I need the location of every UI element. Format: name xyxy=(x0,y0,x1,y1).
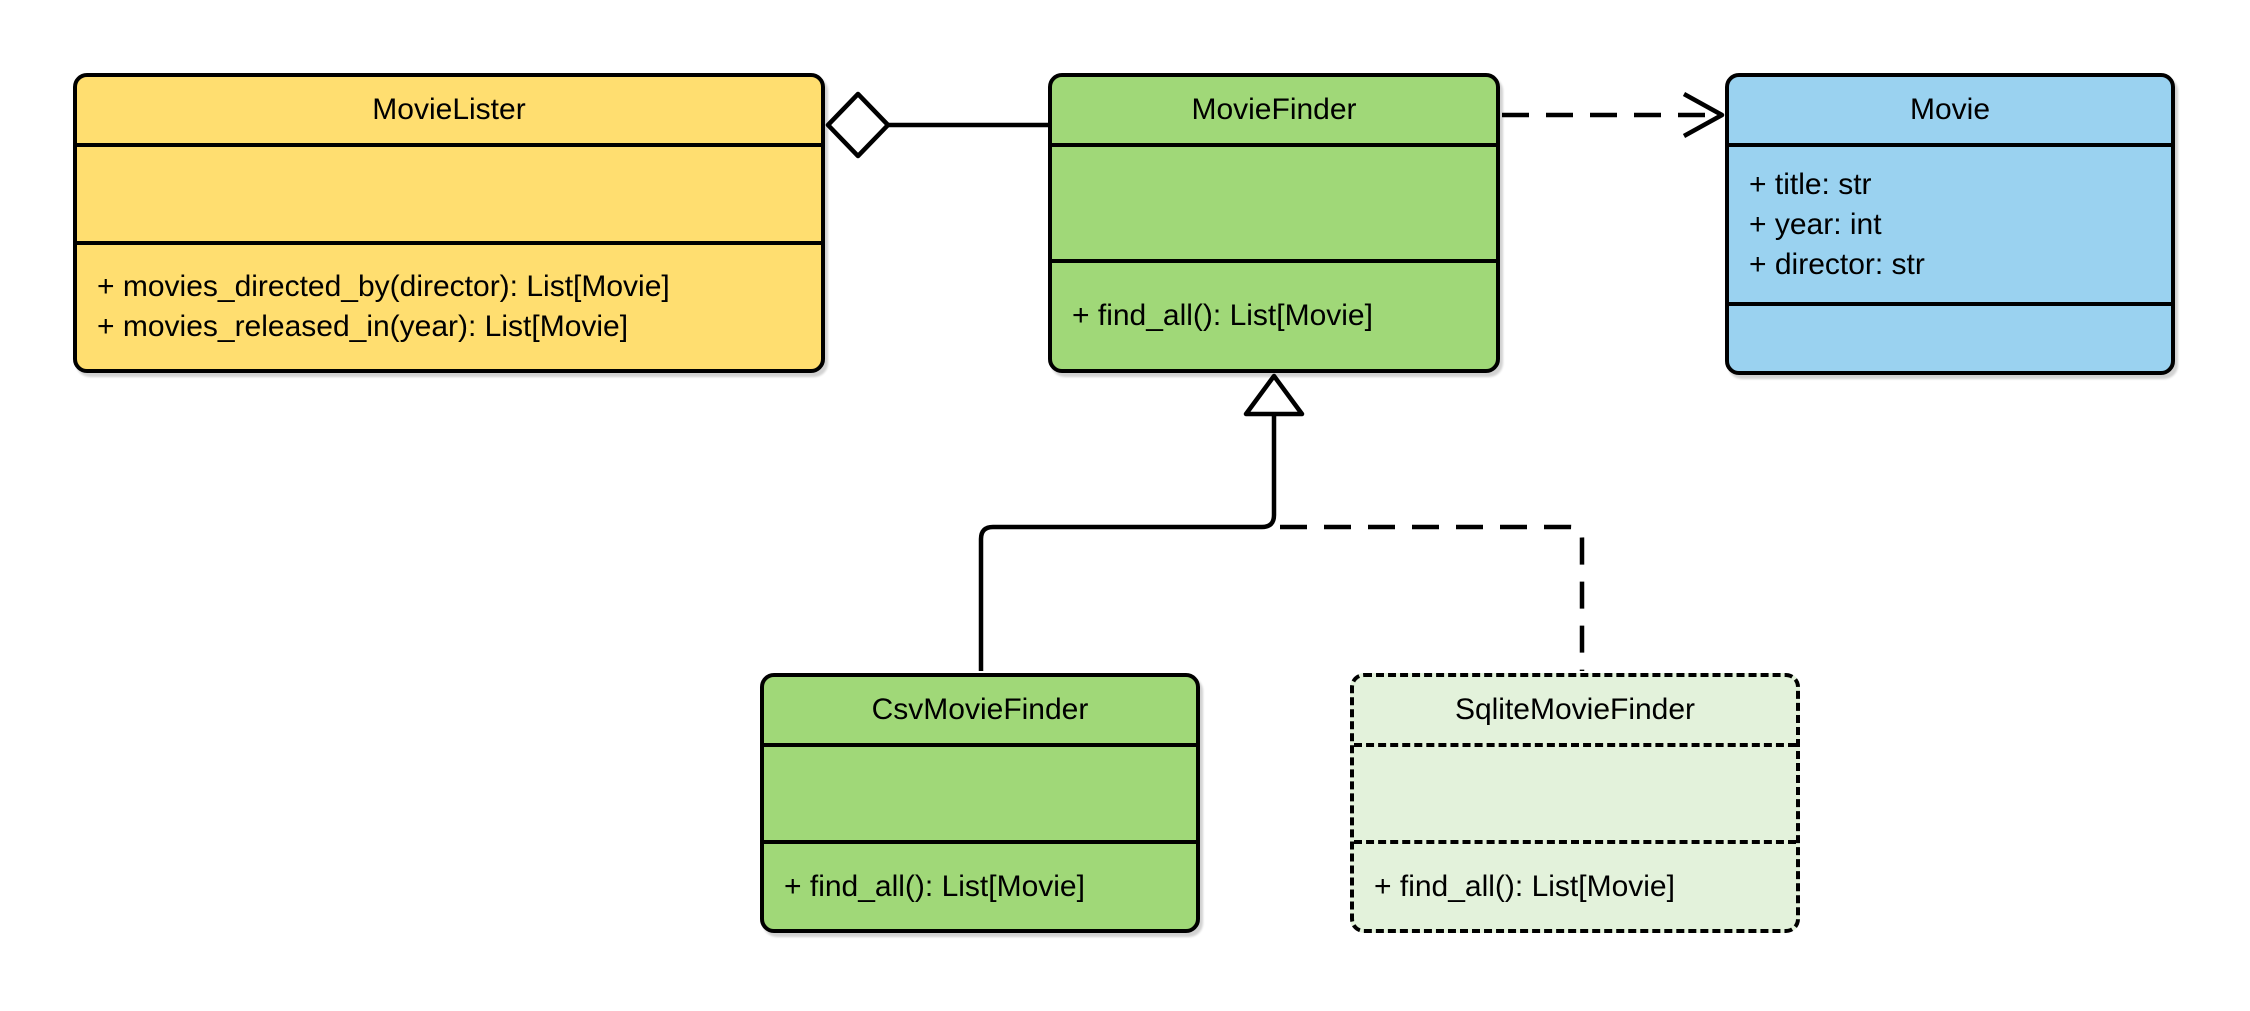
aggregation-connector[interactable] xyxy=(825,91,1048,159)
method: + find_all(): List[Movie] xyxy=(1374,869,1675,903)
generalization-solid-connector[interactable] xyxy=(978,373,1305,671)
generalization-dashed-connector[interactable] xyxy=(1280,524,1585,671)
class-box-csvmoviefinder[interactable]: CsvMovieFinder + find_all(): List[Movie] xyxy=(760,673,1200,933)
class-title: MovieFinder xyxy=(1052,77,1496,147)
class-box-movie[interactable]: Movie + title: str + year: int + directo… xyxy=(1725,73,2175,375)
aggregation-diamond-icon xyxy=(825,91,891,159)
dependency-connector[interactable] xyxy=(1502,92,1725,138)
attributes-compartment xyxy=(1052,147,1496,263)
class-box-sqlitemoviefinder[interactable]: SqliteMovieFinder + find_all(): List[Mov… xyxy=(1350,673,1800,933)
class-box-moviefinder[interactable]: MovieFinder + find_all(): List[Movie] xyxy=(1048,73,1500,373)
methods-compartment: + find_all(): List[Movie] xyxy=(1354,844,1796,929)
method: + find_all(): List[Movie] xyxy=(784,869,1085,903)
method: + movies_released_in(year): List[Movie] xyxy=(97,310,629,343)
methods-compartment: + find_all(): List[Movie] xyxy=(764,844,1196,929)
dependency-open-arrow-icon xyxy=(1682,92,1725,138)
methods-compartment: + find_all(): List[Movie] xyxy=(1052,263,1496,369)
attribute: + year: int xyxy=(1749,207,1882,241)
attributes-compartment xyxy=(1354,747,1796,844)
class-title: MovieLister xyxy=(77,77,821,147)
method: + movies_directed_by(director): List[Mov… xyxy=(97,270,670,303)
method: + find_all(): List[Movie] xyxy=(1072,299,1373,332)
methods-compartment xyxy=(1729,306,2171,371)
attribute: + title: str xyxy=(1749,167,1872,201)
class-box-movielister[interactable]: MovieLister + movies_directed_by(directo… xyxy=(73,73,825,373)
inheritance-triangle-icon xyxy=(1243,373,1305,417)
attributes-compartment xyxy=(77,147,821,245)
attribute: + director: str xyxy=(1749,247,1925,281)
class-title: CsvMovieFinder xyxy=(764,677,1196,747)
attributes-compartment xyxy=(764,747,1196,844)
attributes-compartment: + title: str + year: int + director: str xyxy=(1729,147,2171,306)
class-title: SqliteMovieFinder xyxy=(1354,677,1796,747)
class-title: Movie xyxy=(1729,77,2171,147)
methods-compartment: + movies_directed_by(director): List[Mov… xyxy=(77,245,821,369)
